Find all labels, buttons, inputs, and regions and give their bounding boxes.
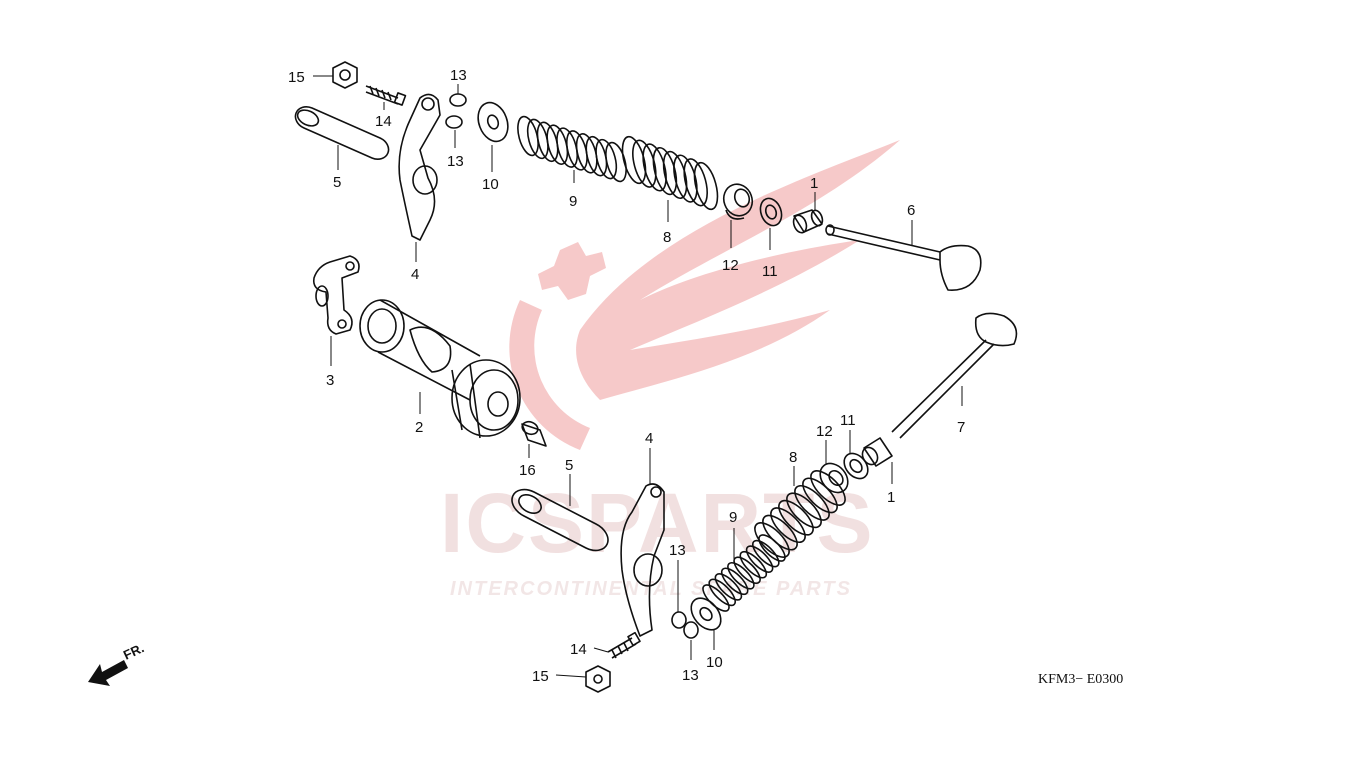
inner-spring-lower <box>702 534 786 612</box>
spring-coil <box>720 567 749 596</box>
front-label: FR. <box>121 640 146 662</box>
callout-13-upper-a: 13 <box>450 67 467 84</box>
spring-coil <box>708 578 737 607</box>
spring-coil <box>595 138 618 180</box>
camshaft-bracket <box>312 255 360 335</box>
callout-6: 6 <box>907 202 915 219</box>
watermark-tagline: INTERCONTINENTAL SPARE PARTS <box>450 578 852 600</box>
spring-coil <box>794 485 830 521</box>
spring-coil <box>770 507 806 543</box>
nut-lower <box>585 665 611 693</box>
spring-coil <box>786 492 822 529</box>
rocker-arm-upper <box>398 93 441 241</box>
dowel-pin <box>521 420 547 447</box>
cotter-upper-a <box>449 93 467 107</box>
callout-5-lower: 5 <box>565 457 573 474</box>
adjust-screw-upper <box>365 85 407 106</box>
callout-10-lower: 10 <box>706 654 723 671</box>
inner-spring-upper <box>517 115 627 183</box>
stem-seal-upper <box>722 183 754 220</box>
spring-coil <box>605 141 627 183</box>
valve-upper <box>825 224 982 291</box>
callout-8-lower: 8 <box>789 449 797 466</box>
callout-9-lower: 9 <box>729 509 737 526</box>
spring-retainer-lower <box>690 597 722 631</box>
spring-coil <box>745 545 774 573</box>
rocker-shaft-upper <box>294 106 390 160</box>
callout-3: 3 <box>326 372 334 389</box>
callout-14-lower: 14 <box>570 641 587 658</box>
callout-10-upper: 10 <box>482 176 499 193</box>
callout-13-lower-a: 13 <box>669 542 686 559</box>
valve-cap-upper <box>792 209 824 234</box>
callout-11-upper: 11 <box>762 263 778 280</box>
spring-coil <box>714 573 743 601</box>
callout-1-upper: 1 <box>810 175 818 192</box>
spring-coil <box>758 534 786 562</box>
nut-upper <box>332 61 358 89</box>
callout-8-upper: 8 <box>663 229 671 246</box>
spring-coil <box>683 158 708 207</box>
camshaft <box>359 299 521 439</box>
adjust-screw-lower <box>607 631 641 659</box>
spring-coil <box>727 561 755 590</box>
callout-7: 7 <box>957 419 965 436</box>
callout-11-lower: 11 <box>840 412 856 429</box>
callout-9-upper: 9 <box>569 193 577 210</box>
cotter-lower-b <box>683 621 699 639</box>
rocker-shaft-lower <box>511 488 609 552</box>
outer-spring-upper <box>621 135 719 211</box>
spring-coil <box>739 550 768 579</box>
callout-4-lower: 4 <box>645 430 653 447</box>
callout-13-upper-b: 13 <box>447 153 464 170</box>
spring-coil <box>751 539 780 568</box>
valve-cap-lower <box>861 437 893 467</box>
callout-2: 2 <box>415 419 423 436</box>
cotter-upper-b <box>445 115 463 129</box>
callout-15-upper: 15 <box>288 69 305 86</box>
rocker-arm-lower <box>620 483 665 637</box>
callout-1-lower: 1 <box>887 489 895 506</box>
drawing-code: KFM3− E0300 <box>1038 672 1123 687</box>
spring-seat-lower <box>843 452 869 480</box>
callout-4-upper: 4 <box>411 266 419 283</box>
callout-12-upper: 12 <box>722 257 739 274</box>
spring-coil <box>693 161 719 211</box>
callout-12-lower: 12 <box>816 423 833 440</box>
spring-coil <box>802 477 838 514</box>
front-arrow-icon <box>88 660 128 686</box>
callout-15-lower: 15 <box>532 668 549 685</box>
outer-spring-lower <box>754 470 846 558</box>
spring-seat-upper <box>759 197 783 227</box>
cotter-lower-a <box>671 611 687 629</box>
spring-coil <box>754 522 790 558</box>
callout-5-upper: 5 <box>333 174 341 191</box>
watermark-logo <box>509 140 900 450</box>
callout-16: 16 <box>519 462 536 479</box>
spring-retainer-upper <box>477 101 509 143</box>
watermark-brand: ICSPARTS <box>440 476 874 570</box>
callout-14-upper: 14 <box>375 113 392 130</box>
spring-coil <box>778 499 814 536</box>
valve-lower <box>891 312 1018 439</box>
spring-coil <box>733 556 761 585</box>
spring-coil <box>810 470 846 506</box>
callout-13-lower-b: 13 <box>682 667 699 684</box>
